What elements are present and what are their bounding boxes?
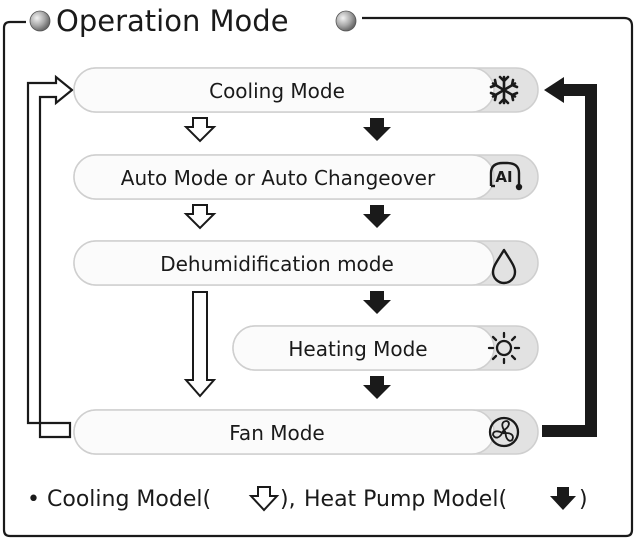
legend-cooling-model: Cooling Model( — [47, 487, 211, 512]
ai-icon-text: AI — [495, 168, 512, 186]
legend-bullet: • — [27, 487, 40, 512]
ai-icon: AI — [489, 161, 523, 191]
legend: • Cooling Model( ), Heat Pump Model( ) — [27, 486, 588, 512]
solid-arrow-2 — [363, 205, 391, 228]
legend-heat-pump-close: ) — [579, 487, 588, 512]
mode-label-dehumidification: Dehumidification mode — [160, 252, 394, 276]
cooling-return-arrow — [26, 74, 74, 439]
outer-frame — [2, 16, 634, 538]
legend-heat-pump-model: Heat Pump Model( — [304, 487, 507, 512]
legend-cooling-close: ), — [280, 487, 296, 512]
mode-label-cooling: Cooling Mode — [209, 79, 345, 103]
snowflake-icon — [489, 75, 519, 105]
title-ball-left — [29, 10, 51, 32]
mode-fan: Fan Mode — [73, 409, 539, 455]
sun-icon — [487, 331, 521, 365]
solid-arrow-3 — [363, 291, 391, 314]
mode-cooling: Cooling Mode — [73, 67, 539, 113]
page-title: Operation Mode — [56, 4, 289, 38]
water-drop-icon — [491, 248, 517, 285]
title-ball-right — [335, 10, 357, 32]
mode-dehumidification: Dehumidification mode — [73, 240, 539, 286]
outline-arrow-2 — [183, 204, 217, 230]
outline-down-arrow-icon — [248, 486, 280, 512]
solid-arrow-1 — [363, 118, 391, 141]
mode-label-heating: Heating Mode — [288, 337, 427, 361]
fan-icon — [488, 416, 520, 448]
solid-arrow-4 — [363, 376, 391, 399]
mode-auto: Auto Mode or Auto Changeover AI — [73, 154, 539, 200]
heat-pump-return-arrow — [542, 77, 597, 437]
mode-label-fan: Fan Mode — [229, 421, 324, 445]
mode-heating: Heating Mode — [232, 325, 539, 371]
mode-label-auto: Auto Mode or Auto Changeover — [121, 166, 436, 190]
solid-down-arrow-icon — [550, 487, 576, 510]
outline-arrow-1 — [183, 117, 217, 143]
outline-arrow-long — [183, 291, 217, 398]
